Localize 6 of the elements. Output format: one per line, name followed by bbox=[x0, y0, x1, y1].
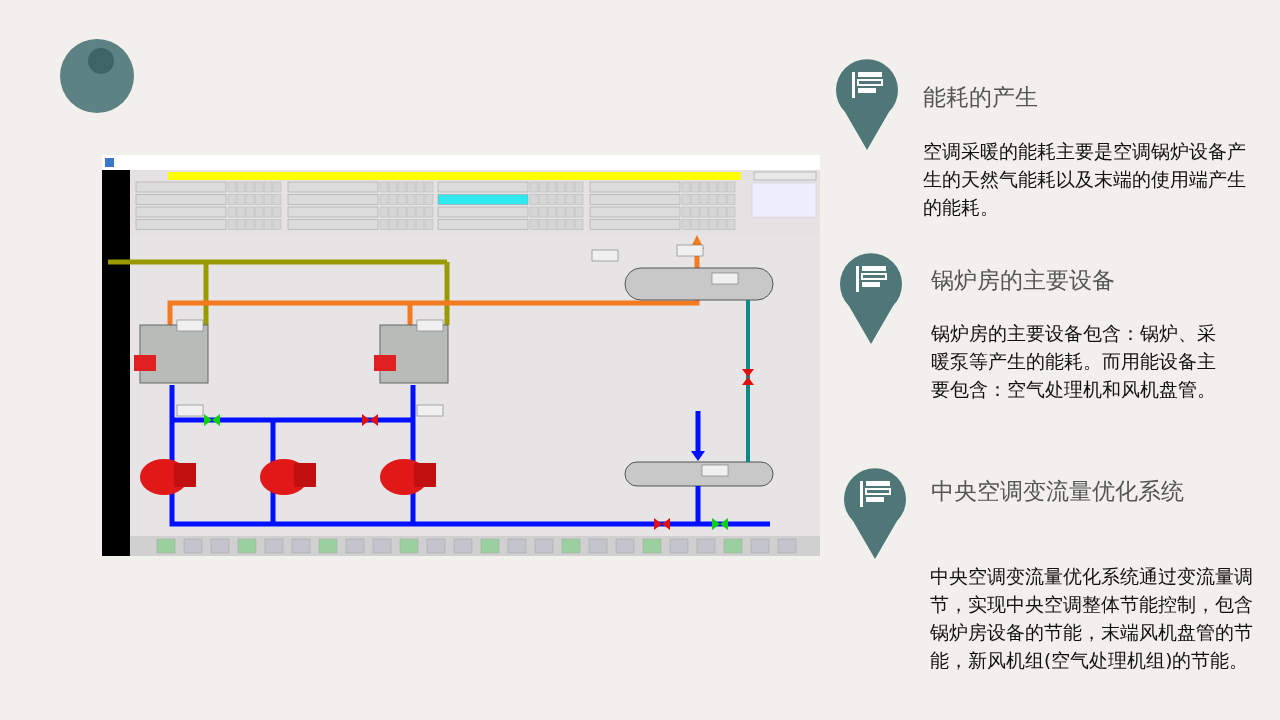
section-text: 中央空调变流量优化系统通过变流量调节，实现中央空调整体节能控制，包含锅炉房设备的节能，末端风机盘管的节能，新风机组(空气处理机组)的节能。 bbox=[930, 565, 1254, 673]
section-heading: 锅炉房的主要设备 bbox=[931, 266, 1116, 295]
section-heading: 中央空调变流量优化系统 bbox=[931, 477, 1185, 506]
section-heading: 能耗的产生 bbox=[923, 83, 1039, 112]
section-text: 空调采暖的能耗主要是空调锅炉设备产生的天然气能耗以及末端的使用端产生的能耗。 bbox=[923, 140, 1247, 220]
section-text: 锅炉房的主要设备包含：锅炉、采暖泵等产生的能耗。而用能设备主要包含：空气处理机和风机盘管。 bbox=[931, 322, 1216, 402]
